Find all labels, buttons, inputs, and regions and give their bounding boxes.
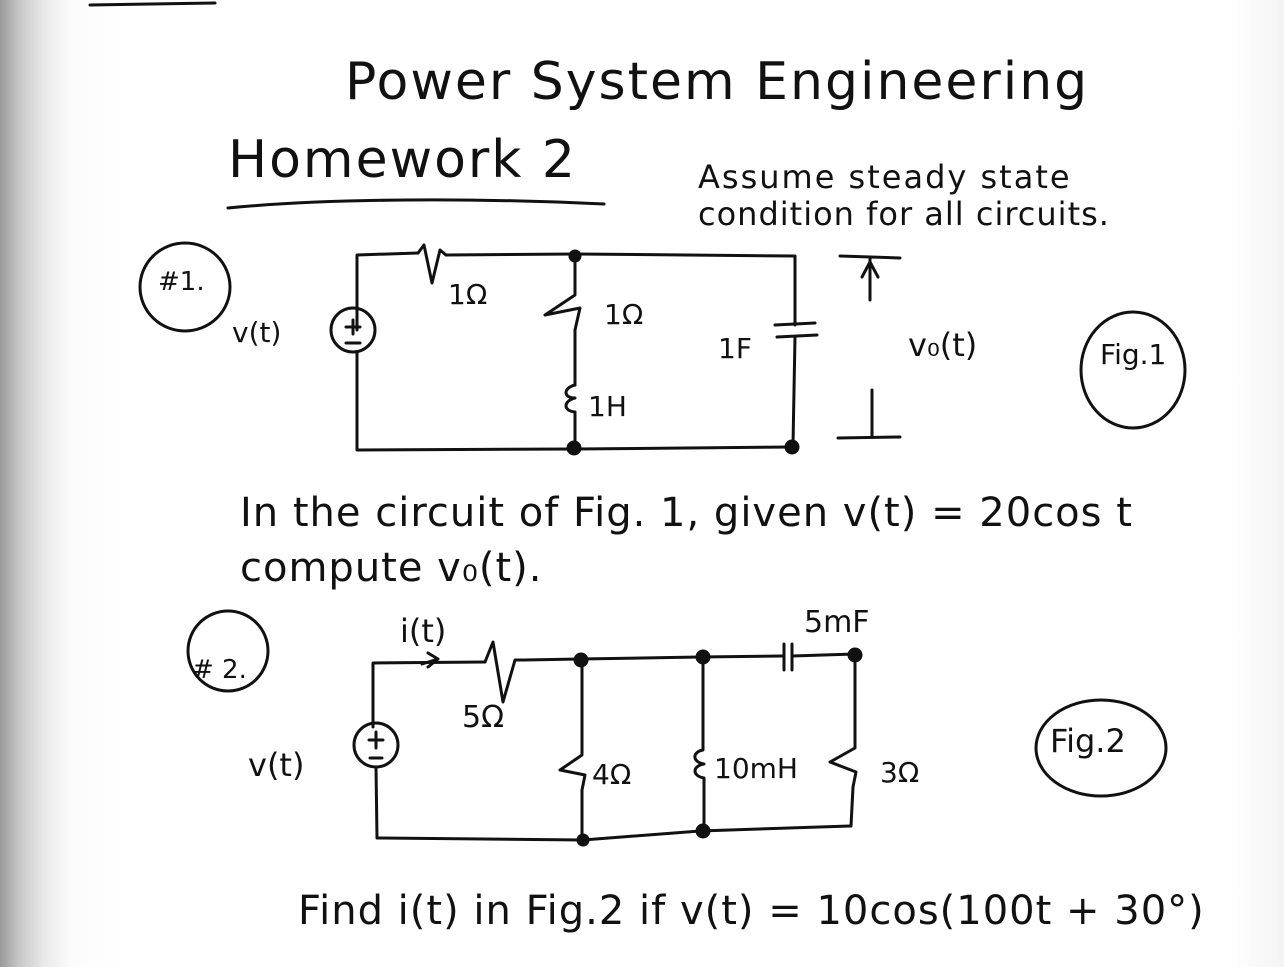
fig2-inductor-label: 10mH — [714, 752, 798, 785]
fig1-capacitor — [773, 321, 819, 339]
fig1-shunt-resistor-label: 1Ω — [604, 298, 644, 331]
fig2-wire-left-top — [371, 660, 487, 729]
fig1-capacitor-label: 1F — [718, 332, 752, 365]
fig2-label-circle — [1034, 698, 1168, 798]
fig1-wire-top — [444, 252, 797, 327]
fig2-shunt-resistor — [558, 658, 587, 842]
problem2-statement: Find i(t) in Fig.2 if v(t) = 10cos(100t … — [298, 888, 1205, 934]
fig2-series-resistor-label: 5Ω — [462, 700, 505, 735]
assumption-note-line2: condition for all circuits. — [698, 195, 1110, 233]
assumption-note-line1: Assume steady state — [698, 158, 1072, 196]
problem1-statement-line2: compute v₀(t). — [240, 545, 543, 591]
page-title: Power System Engineering — [345, 52, 1090, 112]
title-underline — [226, 198, 606, 210]
problem2-number: # 2. — [192, 655, 247, 685]
problem1-statement-line1: In the circuit of Fig. 1, given v(t) = 2… — [240, 490, 1133, 536]
fig2-inductor — [693, 655, 706, 834]
fig1-voltage-source — [329, 306, 377, 354]
fig2-shunt-resistor-label: 4Ω — [592, 758, 632, 791]
fig2-source-label: v(t) — [248, 746, 305, 784]
fig1-output-label: v₀(t) — [908, 326, 978, 364]
fig2-capacitor — [782, 642, 794, 672]
fig1-shunt-resistor — [543, 252, 582, 387]
fig1-circuit — [329, 243, 902, 456]
fig1-series-resistor-label: 1Ω — [448, 278, 488, 311]
homework-heading: Homework 2 — [228, 130, 578, 190]
fig1-source-label: v(t) — [232, 316, 282, 349]
fig1-inductor-label: 1H — [588, 390, 627, 423]
problem2-circle — [186, 609, 270, 693]
fig2-load-resistor — [828, 652, 858, 828]
fig1-inductor — [564, 383, 577, 414]
top-scrawl-line — [88, 1, 217, 7]
fig2-current-arrow — [420, 651, 440, 669]
fig1-wire-bottom — [355, 350, 794, 452]
fig2-series-resistor — [483, 640, 526, 704]
fig1-wire-left-top — [355, 251, 420, 332]
fig2-label: Fig.2 — [1050, 722, 1126, 760]
fig1-output-arrow — [838, 254, 902, 302]
problem1-number: #1. — [158, 267, 205, 297]
fig2-wire-top — [522, 654, 784, 662]
fig1-label-circle — [1079, 310, 1187, 430]
fig2-current-label: i(t) — [400, 612, 447, 650]
fig2-circuit — [352, 640, 863, 847]
fig2-load-resistor-label: 3Ω — [880, 756, 920, 789]
fig1-series-resistor — [416, 243, 448, 285]
problem1-circle — [138, 241, 232, 333]
fig2-capacitor-label: 5mF — [804, 605, 870, 640]
fig1-label: Fig.1 — [1100, 338, 1167, 371]
